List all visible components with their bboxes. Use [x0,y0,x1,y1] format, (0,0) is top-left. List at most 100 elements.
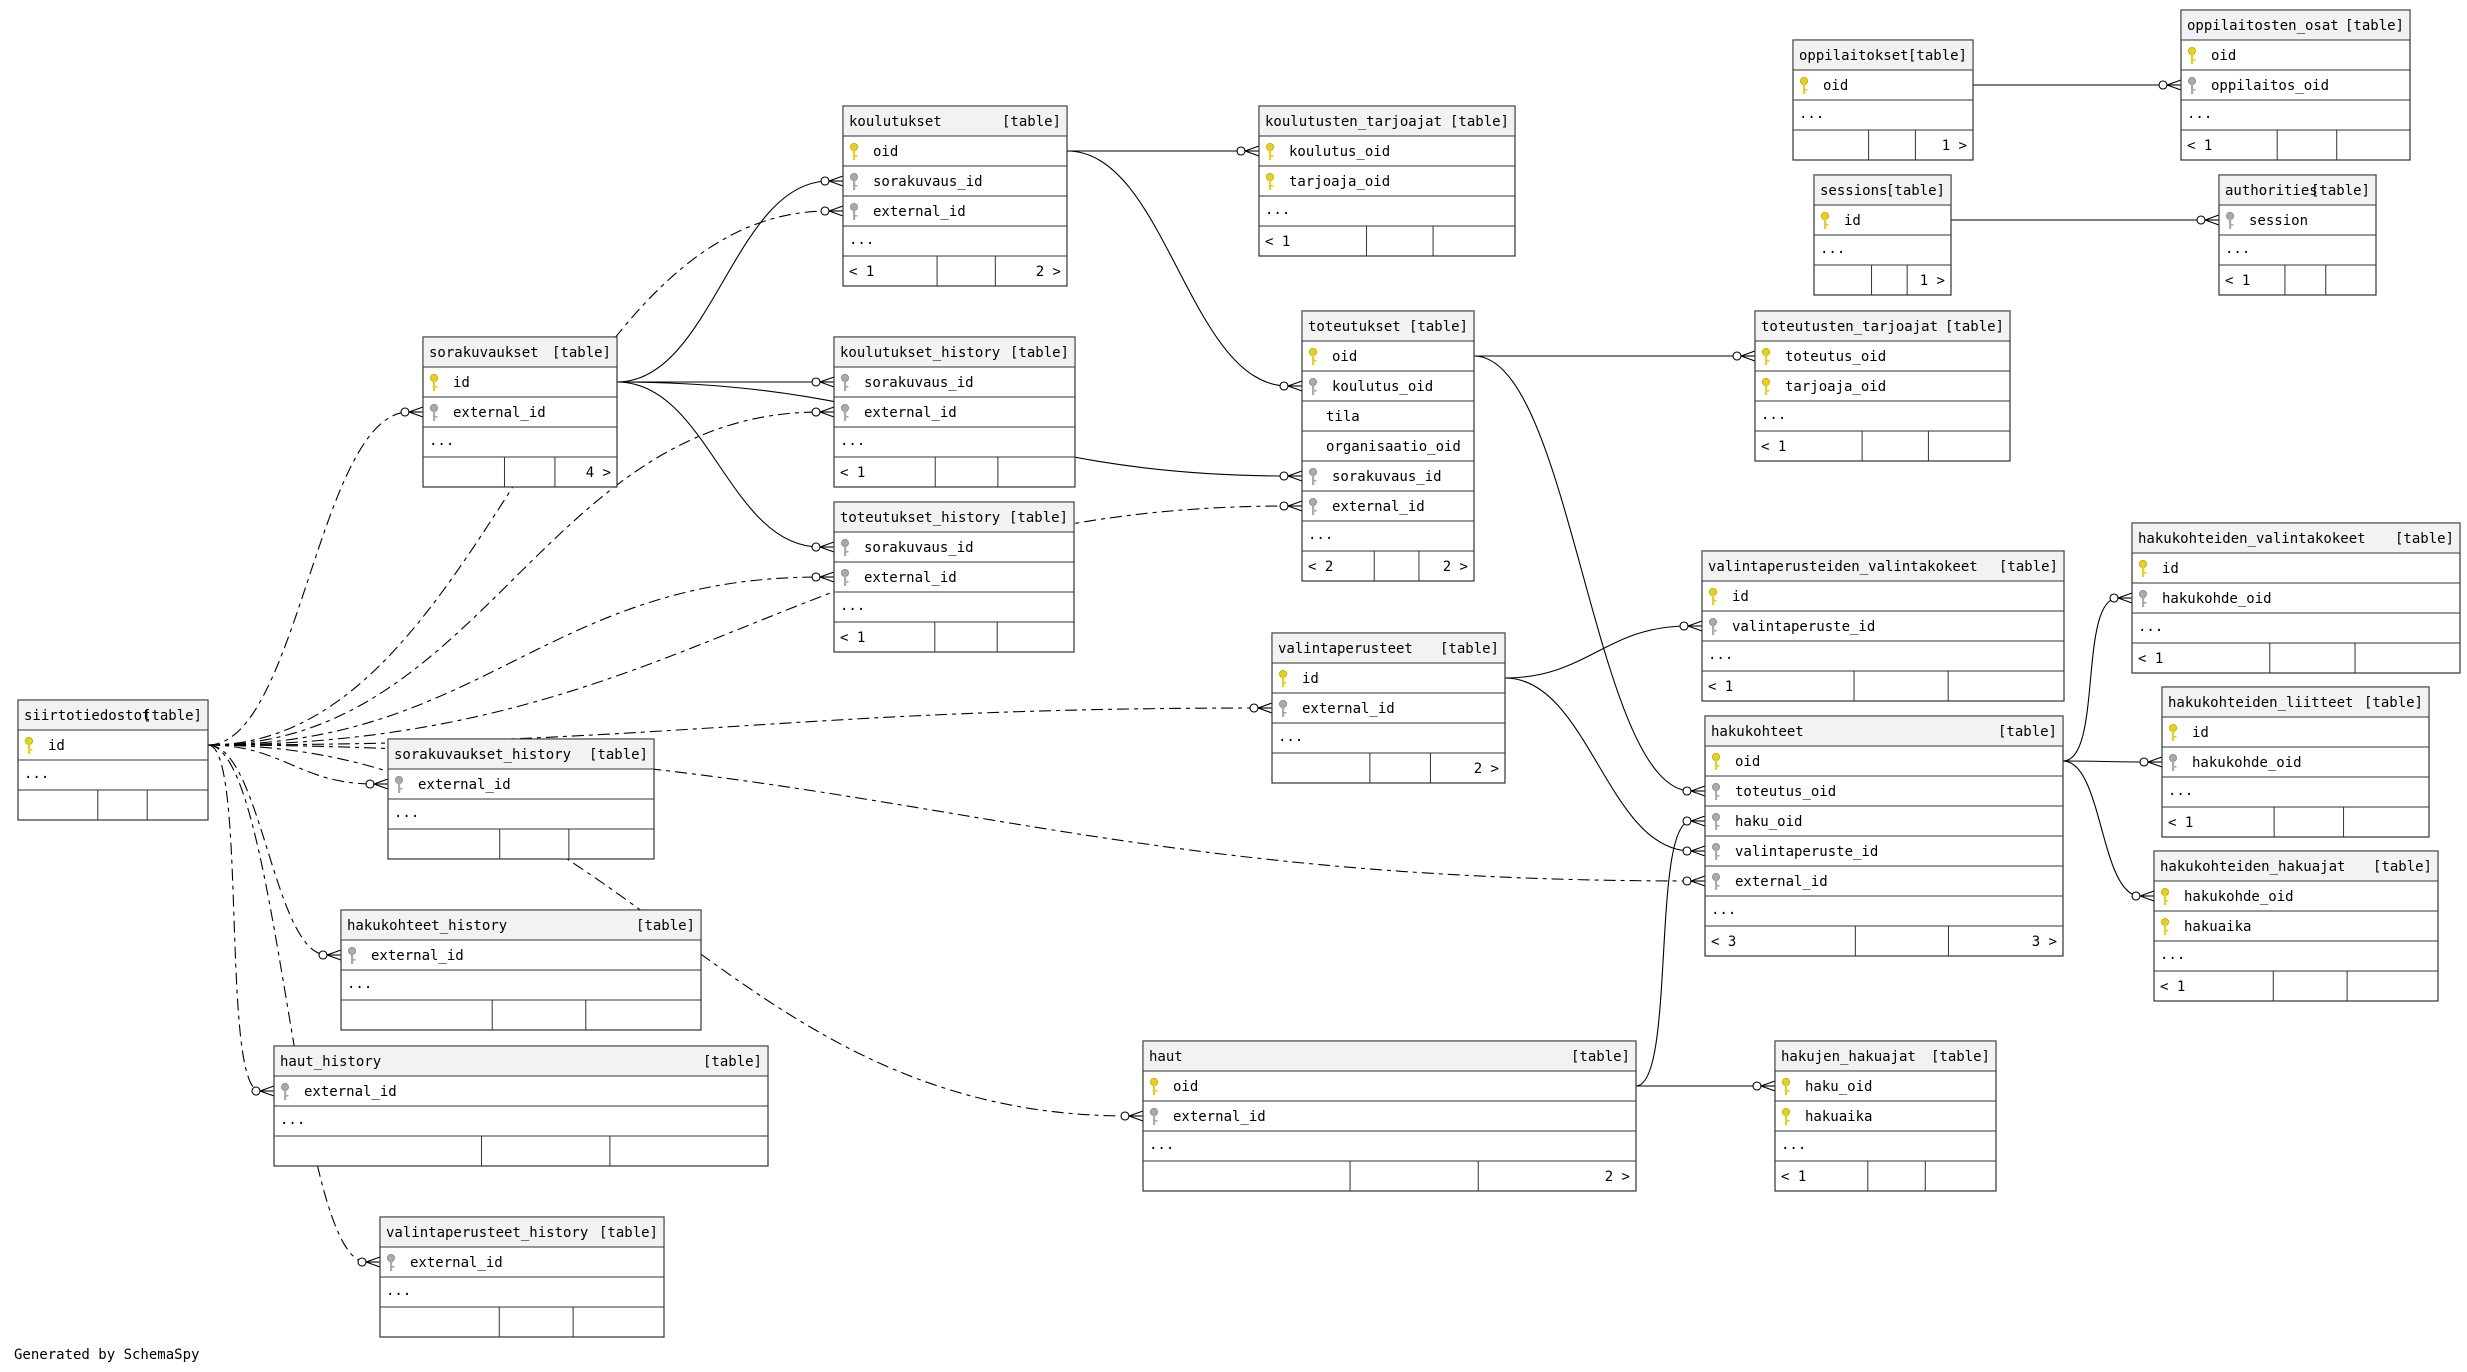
primary-key-icon [2160,918,2169,935]
child-count[interactable]: 1 > [1942,138,1967,154]
child-count[interactable]: 2 > [1036,264,1061,280]
parent-count[interactable]: < 1 [2160,979,2185,995]
parent-count[interactable]: < 1 [2225,273,2250,289]
foreign-key-icon [2168,754,2177,771]
table-sessions[interactable]: sessions[table]id...1 > [1813,174,1952,296]
parent-count[interactable]: < 1 [2187,138,2212,154]
parent-count[interactable]: < 1 [2138,651,2163,667]
crows-foot-marker [318,949,342,961]
table-valintaperusteet-history[interactable]: valintaperusteet_history[table]external_… [379,1216,665,1338]
foreign-key-icon [1712,783,1721,800]
foreign-key-icon [1712,873,1721,890]
parent-count[interactable]: < 1 [840,465,865,481]
table-name: sessions [1820,183,1887,199]
table-koulutusten-tarjoajat[interactable]: koulutusten_tarjoajat[table]koulutus_oid… [1258,105,1516,257]
parent-count[interactable]: < 1 [1761,439,1786,455]
table-name: koulutusten_tarjoajat [1265,114,1442,130]
table-name: oppilaitokset [1799,48,1909,64]
crows-foot-marker [2139,756,2163,768]
crows-foot-marker [1279,470,1303,482]
table-oppilaitokset[interactable]: oppilaitokset[table]oid...1 > [1792,39,1974,161]
column-id: id [1844,213,1861,229]
foreign-key-icon [1309,497,1318,515]
table-hakukohteet[interactable]: hakukohteet[table]oidtoteutus_oidhaku_oi… [1704,715,2064,957]
table-type-tag: [table] [2364,695,2423,711]
foreign-key-icon [1709,618,1718,635]
crows-foot-marker [1682,845,1706,857]
table-hakukohteet-history[interactable]: hakukohteet_history[table]external_id... [340,909,702,1031]
table-type-tag: [table] [599,1225,658,1241]
table-type-tag: [table] [143,708,202,724]
crows-foot-marker [811,376,835,388]
column-koulutus-oid: koulutus_oid [1289,144,1390,160]
table-type-tag: [table] [2345,18,2404,34]
relationship-line [1504,677,1692,852]
child-count[interactable]: 4 > [586,465,611,481]
more-columns: ... [1820,241,1845,257]
table-valintaperusteet[interactable]: valintaperusteet[table]idexternal_id...2… [1271,632,1506,784]
table-hakukohteiden-liitteet[interactable]: hakukohteiden_liitteet[table]idhakukohde… [2161,686,2430,838]
relationship-line [1473,355,1692,792]
table-valintaperusteiden-valintakokeet[interactable]: valintaperusteiden_valintakokeet[table]i… [1701,550,2065,702]
more-columns: ... [1781,1137,1806,1153]
table-koulutukset-history[interactable]: koulutukset_history[table]sorakuvaus_ide… [833,336,1076,488]
column-external-id: external_id [371,948,464,964]
crows-foot-marker [820,175,844,187]
crows-foot-marker [1120,1110,1144,1122]
more-columns: ... [2138,619,2163,635]
more-columns: ... [2168,783,2193,799]
child-count[interactable]: 2 > [1605,1169,1630,1185]
column-valintaperuste-id: valintaperuste_id [1732,619,1875,635]
table-toteutukset-history[interactable]: toteutukset_history[table]sorakuvaus_ide… [833,501,1075,653]
primary-key-icon [1800,77,1809,94]
parent-count[interactable]: < 1 [849,264,874,280]
more-columns: ... [386,1283,411,1299]
parent-count[interactable]: < 2 [1308,559,1333,575]
table-koulutukset[interactable]: koulutukset[table]oidsorakuvaus_idextern… [842,105,1068,287]
table-hakukohteiden-valintakokeet[interactable]: hakukohteiden_valintakokeet[table]idhaku… [2131,522,2461,674]
table-oppilaitosten-osat[interactable]: oppilaitosten_osat[table]oidoppilaitos_o… [2180,9,2411,161]
table-toteutusten-tarjoajat[interactable]: toteutusten_tarjoajat[table]toteutus_oid… [1754,310,2011,462]
column-id: id [48,738,65,754]
parent-count[interactable]: < 1 [1265,234,1290,250]
primary-key-icon [2160,888,2169,905]
foreign-key-icon [2187,77,2196,94]
table-sorakuvaukset-history[interactable]: sorakuvaukset_history[table]external_id.… [387,738,655,860]
column-hakuaika: hakuaika [2184,919,2251,935]
table-toteutukset[interactable]: toteutukset[table]oidkoulutus_oidtilaorg… [1301,310,1475,582]
table-name: hakukohteet_history [347,918,507,934]
parent-count[interactable]: < 1 [2168,815,2193,831]
table-hakujen-hakuajat[interactable]: hakujen_hakuajat[table]haku_oidhakuaika.… [1774,1040,1997,1192]
foreign-key-icon [386,1254,395,1271]
table-type-tag: [table] [1945,319,2004,335]
table-name: valintaperusteet [1278,641,1413,657]
table-hakukohteiden-hakuajat[interactable]: hakukohteiden_hakuajat[table]hakukohde_o… [2153,850,2439,1002]
table-siirtotiedostot[interactable]: siirtotiedostot[table]id... [17,699,209,821]
child-count[interactable]: 2 > [1474,761,1499,777]
parent-count[interactable]: < 1 [1781,1169,1806,1185]
crows-foot-marker [400,406,424,418]
child-count[interactable]: 2 > [1443,559,1468,575]
crows-foot-marker [1249,702,1273,714]
parent-count[interactable]: < 1 [840,630,865,646]
foreign-key-icon [394,776,403,793]
primary-key-icon [2187,47,2196,64]
child-count[interactable]: 3 > [2032,934,2057,950]
more-columns: ... [1149,1137,1174,1153]
primary-key-icon [1821,211,1830,229]
crows-foot-marker [357,1256,381,1268]
table-haut-history[interactable]: haut_history[table]external_id... [273,1045,769,1167]
table-type-tag: [table] [589,747,648,763]
column-toteutus-oid: toteutus_oid [1785,349,1886,365]
relationship-line [2062,760,2149,763]
child-count[interactable]: 1 > [1920,273,1945,289]
foreign-key-icon [1309,377,1318,395]
primary-key-icon [1782,1078,1791,1095]
relationship-line [207,744,328,956]
parent-count[interactable]: < 3 [1711,934,1736,950]
parent-count[interactable]: < 1 [1708,679,1733,695]
column-external-id: external_id [418,777,511,793]
table-authorities[interactable]: authorities[table]session...< 1 [2218,174,2377,296]
